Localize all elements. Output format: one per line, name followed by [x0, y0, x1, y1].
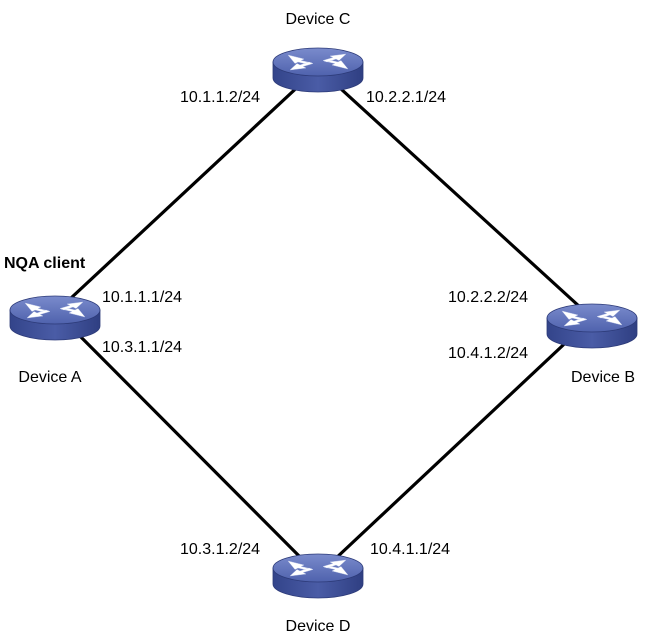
link-a-d: [54, 310, 320, 577]
router-icon: [272, 47, 364, 93]
ip-label-c-to-a: 10.1.1.2/24: [180, 89, 260, 106]
device-a-label: Device A: [18, 369, 81, 386]
ip-label-d-to-a: 10.3.1.2/24: [180, 541, 260, 558]
device-a[interactable]: [9, 295, 101, 341]
link-a-c: [54, 66, 320, 314]
ip-label-c-to-b: 10.2.2.1/24: [366, 89, 446, 106]
device-b-label: Device B: [571, 369, 635, 386]
device-a-role-label: NQA client: [4, 255, 86, 272]
device-c-label: Device C: [286, 11, 351, 28]
ip-label-d-to-b: 10.4.1.1/24: [370, 541, 450, 558]
device-d-label: Device D: [286, 618, 351, 635]
link-d-b: [316, 316, 594, 577]
ip-label-b-to-d: 10.4.1.2/24: [448, 345, 528, 362]
ip-label-a-to-d: 10.3.1.1/24: [102, 339, 182, 356]
device-c[interactable]: [272, 47, 364, 93]
ip-label-a-to-c: 10.1.1.1/24: [102, 289, 182, 306]
router-icon: [546, 303, 638, 349]
device-b[interactable]: [546, 303, 638, 349]
router-icon: [272, 553, 364, 599]
device-d[interactable]: [272, 553, 364, 599]
ip-label-b-to-c: 10.2.2.2/24: [448, 289, 528, 306]
router-icon: [9, 295, 101, 341]
link-c-b: [316, 66, 594, 320]
